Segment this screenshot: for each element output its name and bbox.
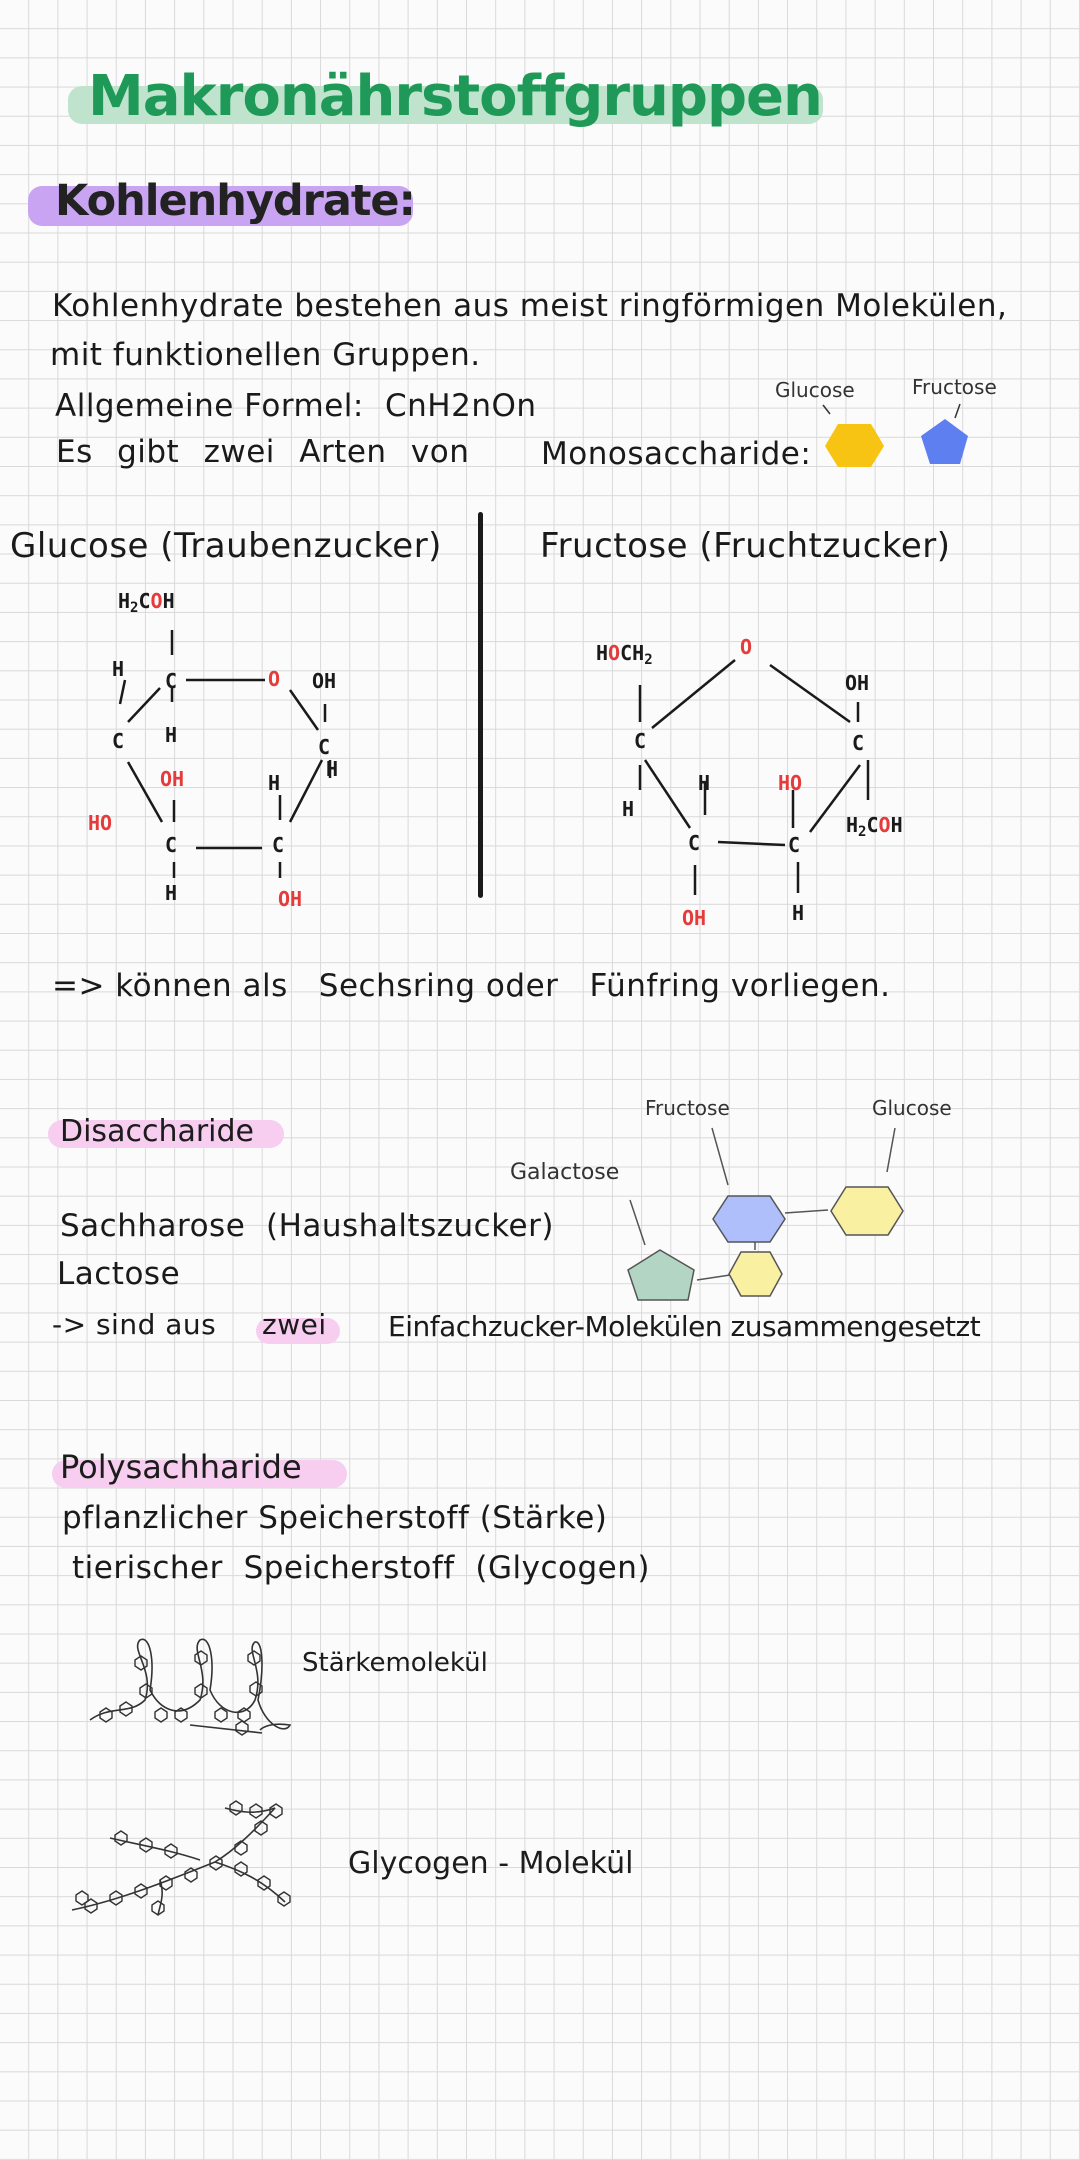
svg-text:OH: OH — [682, 906, 706, 930]
svg-text:C: C — [634, 729, 646, 753]
svg-text:H: H — [698, 771, 710, 795]
carbs-line-1: Kohlenhydrate bestehen aus meist ringför… — [52, 288, 1008, 324]
svg-text:H: H — [792, 901, 804, 925]
glucose-label-h2coh: H2COH — [118, 589, 175, 616]
disaccharide-note-prefix: -> sind aus — [52, 1308, 217, 1341]
svg-text:H: H — [165, 881, 177, 905]
carbs-highlight — [28, 186, 413, 226]
svg-text:O: O — [268, 667, 280, 691]
formula-text: CnH2nOn — [385, 388, 537, 424]
ring-note: => können als Sechsring oder Fünfring vo… — [52, 968, 891, 1004]
svg-text:C: C — [852, 731, 864, 755]
glycogen-molecule-drawing — [71, 1800, 291, 1916]
fructose-pentagon-icon — [921, 419, 968, 464]
carbs-heading: Kohlenhydrate: — [55, 176, 416, 226]
glucose-structure: H2COH H C O OH H C C OH H H HO C C H OH — [88, 589, 338, 911]
legend-fructose-label: Fructose — [912, 375, 997, 399]
label-galactose: Galactose — [510, 1160, 620, 1185]
page-title: Makronährstoffgruppen — [88, 64, 823, 129]
fructose-structure: HOCH2 O OH C C H H HO C C H2COH OH H — [596, 635, 903, 930]
poly-line-1: pflanzlicher Speicherstoff (Stärke) — [62, 1500, 608, 1536]
svg-text:H: H — [326, 757, 338, 781]
disaccharide-highlight — [48, 1120, 284, 1148]
svg-text:C: C — [165, 669, 177, 693]
carbs-line-4b: Monosaccharide: — [541, 436, 812, 472]
fructose-label-hoch2: HOCH2 — [596, 641, 653, 668]
svg-text:OH: OH — [845, 671, 869, 695]
title-highlight — [68, 86, 823, 124]
label-glucose: Glucose — [872, 1096, 952, 1120]
disaccharide-note-suffix: Einfachzucker-Molekülen zusammengesetzt — [388, 1310, 981, 1343]
disaccharide-item-2: Lactose — [57, 1256, 181, 1292]
glucose-heading: Glucose (Traubenzucker) — [10, 526, 442, 566]
glucose-hexagon-icon — [825, 424, 884, 467]
polysaccharide-heading: Polysachharide — [60, 1448, 302, 1486]
svg-text:C: C — [165, 833, 177, 857]
svg-text:H: H — [165, 723, 177, 747]
svg-text:HO: HO — [778, 771, 802, 795]
svg-text:HO: HO — [88, 811, 112, 835]
svg-text:H2COH: H2COH — [846, 813, 903, 840]
legend-glucose-label: Glucose — [775, 378, 855, 402]
zwei-highlight — [256, 1318, 340, 1344]
fructose-hexagon-icon — [712, 1195, 786, 1243]
starch-molecule-drawing — [89, 1638, 292, 1736]
monosaccharide-legend — [822, 403, 968, 467]
svg-text:H: H — [112, 657, 124, 681]
general-formula: CnH2nOn — [385, 388, 537, 424]
svg-text:OH: OH — [160, 767, 184, 791]
formula-label: Allgemeine Formel: — [55, 388, 364, 424]
small-glucose-hexagon-icon — [728, 1251, 783, 1297]
svg-text:C: C — [688, 831, 700, 855]
glucose-hexagon-icon — [830, 1186, 904, 1236]
carbs-line-2: mit funktionellen Gruppen. — [50, 337, 481, 373]
polysaccharide-highlight — [52, 1460, 347, 1488]
svg-text:O: O — [740, 635, 752, 659]
galactose-pentagon-icon — [627, 1249, 695, 1301]
svg-text:OH: OH — [312, 669, 336, 693]
svg-text:OH: OH — [278, 887, 302, 911]
svg-text:H: H — [622, 797, 634, 821]
starch-label: Stärkemolekül — [302, 1648, 488, 1678]
disaccharide-heading: Disaccharide — [60, 1114, 255, 1149]
svg-text:C: C — [318, 735, 330, 759]
svg-text:C: C — [112, 729, 124, 753]
svg-text:H: H — [268, 771, 280, 795]
poly-line-2: tierischer Speicherstoff (Glycogen) — [72, 1550, 650, 1586]
disaccharide-diagram — [627, 1127, 904, 1301]
svg-text:C: C — [788, 833, 800, 857]
label-fructose: Fructose — [645, 1096, 730, 1120]
glycogen-label: Glycogen - Molekül — [348, 1846, 634, 1881]
structure-divider — [478, 512, 483, 898]
disaccharide-item-1: Sachharose (Haushaltszucker) — [60, 1208, 554, 1244]
carbs-line-4a: Es gibt zwei Arten von — [56, 434, 470, 470]
disaccharide-note-highlight: zwei — [262, 1308, 327, 1341]
fructose-heading: Fructose (Fruchtzucker) — [540, 526, 951, 566]
svg-text:C: C — [272, 833, 284, 857]
